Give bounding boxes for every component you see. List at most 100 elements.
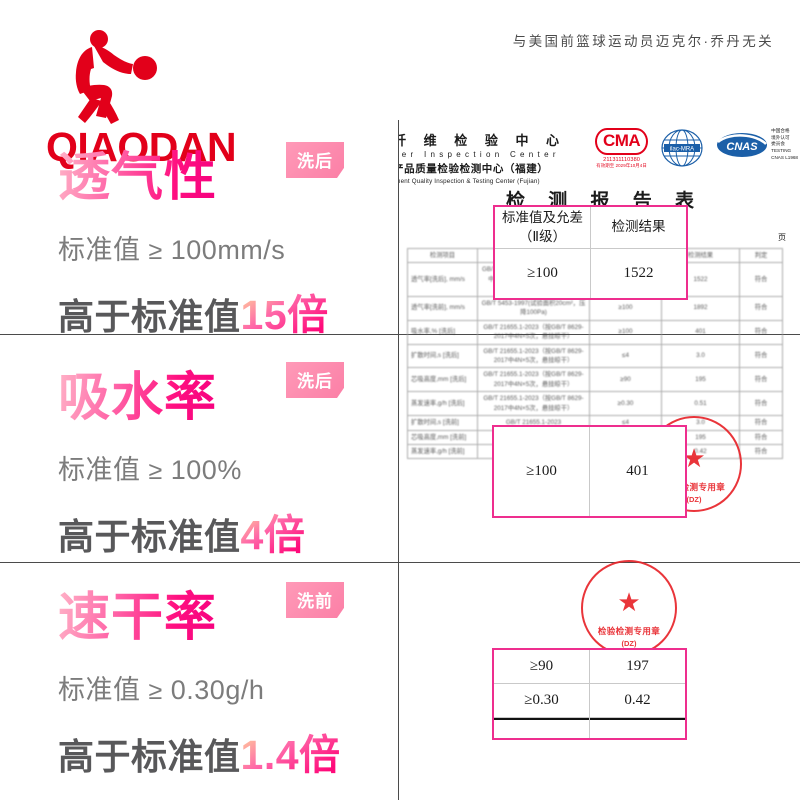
cell-item: 透气率[洗前], mm/s xyxy=(407,295,478,321)
cell-std: ≤4 xyxy=(589,343,662,369)
result-prefix: 高于标准值 xyxy=(58,516,241,557)
cma-mark: CMA 211311110380 有效期至 2029年10月4日 xyxy=(594,128,649,169)
cell-verdict: 符合 xyxy=(739,391,783,417)
standard-operator: ≥ xyxy=(148,677,163,705)
cell-std: ≥90 xyxy=(589,367,662,393)
section-divider-2 xyxy=(0,562,800,563)
hl2-standard-value: ≥100 xyxy=(526,463,557,479)
cell-result: 401 xyxy=(661,319,740,345)
feature-quick-dry: 速干率 洗前 标准值 ≥ 0.30g/h 高于标准值1.4倍 xyxy=(58,582,388,781)
result-multiplier: 1.4倍 xyxy=(240,732,341,778)
result-multiplier: 4倍 xyxy=(240,512,306,558)
hl3-blank-row-2 xyxy=(590,718,685,738)
table-row: 吸水率,% [洗后]GB/T 21655.1-2023（按GB/T 8629-2… xyxy=(407,319,783,345)
center-sub-cn: 产品质量检验检测中心（福建） xyxy=(399,163,549,175)
highlight-box-breathability: 标准值及允差（Ⅱ级） ≥100 检测结果 1522 xyxy=(493,205,688,300)
cell-verdict: 符合 xyxy=(739,343,783,369)
cell-method: GB/T 21655.1-2023（按GB/T 8629-2017中4N×5次，… xyxy=(477,319,590,345)
seal-star-icon: ★ xyxy=(682,443,706,474)
feature-standard: 标准值 ≥ 0.30g/h xyxy=(58,668,388,707)
cell-result: 3.0 xyxy=(661,343,740,369)
feature-breathability: 透气性 洗后 标准值 ≥ 100mm/s 高于标准值15倍 xyxy=(58,142,388,341)
cell-result: 0.51 xyxy=(661,391,740,417)
feature-title: 速干率 xyxy=(58,589,218,647)
feature-result: 高于标准值15倍 xyxy=(58,281,388,341)
disclaimer-text: 与美国前篮球运动员迈克尔·乔丹无关 xyxy=(512,34,774,49)
cell-verdict: 符合 xyxy=(739,429,783,446)
cell-method: GB/T 21655.1-2023（按GB/T 8629-2017中4N×5次，… xyxy=(477,343,590,369)
cell-verdict: 符合 xyxy=(739,295,783,321)
center-name-cn: 纤 维 检 验 中 心 xyxy=(399,133,567,148)
standard-operator: ≥ xyxy=(148,237,163,265)
cell-std: ≥0.30 xyxy=(589,391,662,417)
cell-verdict: 符合 xyxy=(739,262,783,297)
cell-item: 扩散时间,s [洗后] xyxy=(407,343,478,369)
vertical-rule-3 xyxy=(398,563,399,800)
cma-number: 211311110380 xyxy=(603,157,640,163)
cnas-logo-icon: CNAS xyxy=(717,132,768,157)
hl1-result-value: 1522 xyxy=(623,265,654,281)
basketball-player-icon xyxy=(75,30,157,124)
cell-method: GB/T 21655.1-2023（按GB/T 8629-2017中4N×5次，… xyxy=(477,367,590,393)
brand-wordmark: QIAODAN xyxy=(46,124,237,170)
feature-badge: 洗前 xyxy=(286,582,344,618)
standard-value: 0.30g/h xyxy=(170,675,265,705)
hl1-header-result: 检测结果 xyxy=(611,219,666,235)
standard-label: 标准值 xyxy=(58,455,141,485)
hl3-result-value-2: 0.42 xyxy=(624,692,651,708)
report-letterhead: 纤 维 检 验 中 心 ber Inspection Center 产品质量检验… xyxy=(399,120,800,185)
cell-item: 芯吸高度,mm [洗前] xyxy=(407,429,478,446)
cma-validity: 有效期至 2029年10月4日 xyxy=(596,163,647,168)
hl1-standard-value: ≥100 xyxy=(527,265,558,281)
vertical-rule-1 xyxy=(398,120,399,334)
hl3-standard-value-2: ≥0.30 xyxy=(524,692,559,708)
cell-verdict: 符合 xyxy=(739,367,783,393)
standard-value: 100% xyxy=(170,455,242,485)
highlight-box-quick-dry: ≥90 ≥0.30 197 0.42 xyxy=(492,648,687,740)
cell-item: 蒸发速率,g/h [洗后] xyxy=(407,391,478,417)
table-row: 芯吸高度,mm [洗后]GB/T 21655.1-2023（按GB/T 8629… xyxy=(407,367,783,393)
accreditation-marks: CMA 211311110380 有效期至 2029年10月4日 ilac-MR… xyxy=(594,128,798,173)
result-multiplier: 15倍 xyxy=(240,292,329,338)
standard-label: 标准值 xyxy=(58,235,141,265)
hl3-blank-row xyxy=(494,718,589,738)
hl3-standard-value-1: ≥90 xyxy=(529,658,554,674)
hl1-header-standard: 标准值及允差（Ⅱ级） xyxy=(502,210,583,244)
feature-badge: 洗后 xyxy=(286,362,344,398)
hl2-column-divider xyxy=(589,427,590,516)
section-divider-1 xyxy=(0,334,800,335)
feature-result: 高于标准值1.4倍 xyxy=(58,721,388,781)
highlight-box-water-absorption: ≥100 401 xyxy=(492,425,687,518)
seal-code: (DZ) xyxy=(686,495,702,504)
result-prefix: 高于标准值 xyxy=(58,736,241,777)
standard-operator: ≥ xyxy=(148,457,163,485)
cell-std: ≥100 xyxy=(589,319,662,345)
cell-item: 芯吸高度,mm [洗后] xyxy=(407,367,478,393)
ilac-mra-icon: ilac-MRA xyxy=(661,129,703,167)
cma-logo-text: CMA xyxy=(594,128,649,155)
cell-item: 蒸发速率,g/h [洗前] xyxy=(407,443,478,460)
hl3-result-value-1: 197 xyxy=(626,658,649,674)
inspection-center-name: 纤 维 检 验 中 心 ber Inspection Center 产品质量检验… xyxy=(399,130,643,185)
result-prefix: 高于标准值 xyxy=(58,296,241,337)
inspection-seal-lower: ★ 检验检测专用章 (DZ) xyxy=(581,560,677,656)
center-sub-en: rment Quality Inspection & Testing Cente… xyxy=(399,178,540,185)
seal-code: (DZ) xyxy=(621,639,637,648)
seal-bottom-text: 检验检测专用章 xyxy=(597,626,661,636)
cell-method: GB/T 21655.1-2023（按GB/T 8629-2017中4N×5次，… xyxy=(477,391,590,417)
feature-water-absorption: 吸水率 洗后 标准值 ≥ 100% 高于标准值4倍 xyxy=(58,362,388,561)
hl2-result-value: 401 xyxy=(626,463,649,479)
feature-standard: 标准值 ≥ 100mm/s xyxy=(58,228,388,267)
cell-item: 扩散时间,s [洗前] xyxy=(407,415,478,431)
th-verdict: 判定 xyxy=(739,247,783,264)
hl1-column-divider xyxy=(590,207,591,298)
table-row: 扩散时间,s [洗后]GB/T 21655.1-2023（按GB/T 8629-… xyxy=(407,343,783,369)
cell-verdict: 符合 xyxy=(739,443,783,460)
cell-item: 吸水率,% [洗后] xyxy=(407,319,478,345)
cell-item: 透气率[洗后], mm/s xyxy=(407,262,478,297)
cell-verdict: 符合 xyxy=(739,319,783,345)
standard-label: 标准值 xyxy=(58,675,141,705)
page-number: 页 xyxy=(778,233,786,242)
